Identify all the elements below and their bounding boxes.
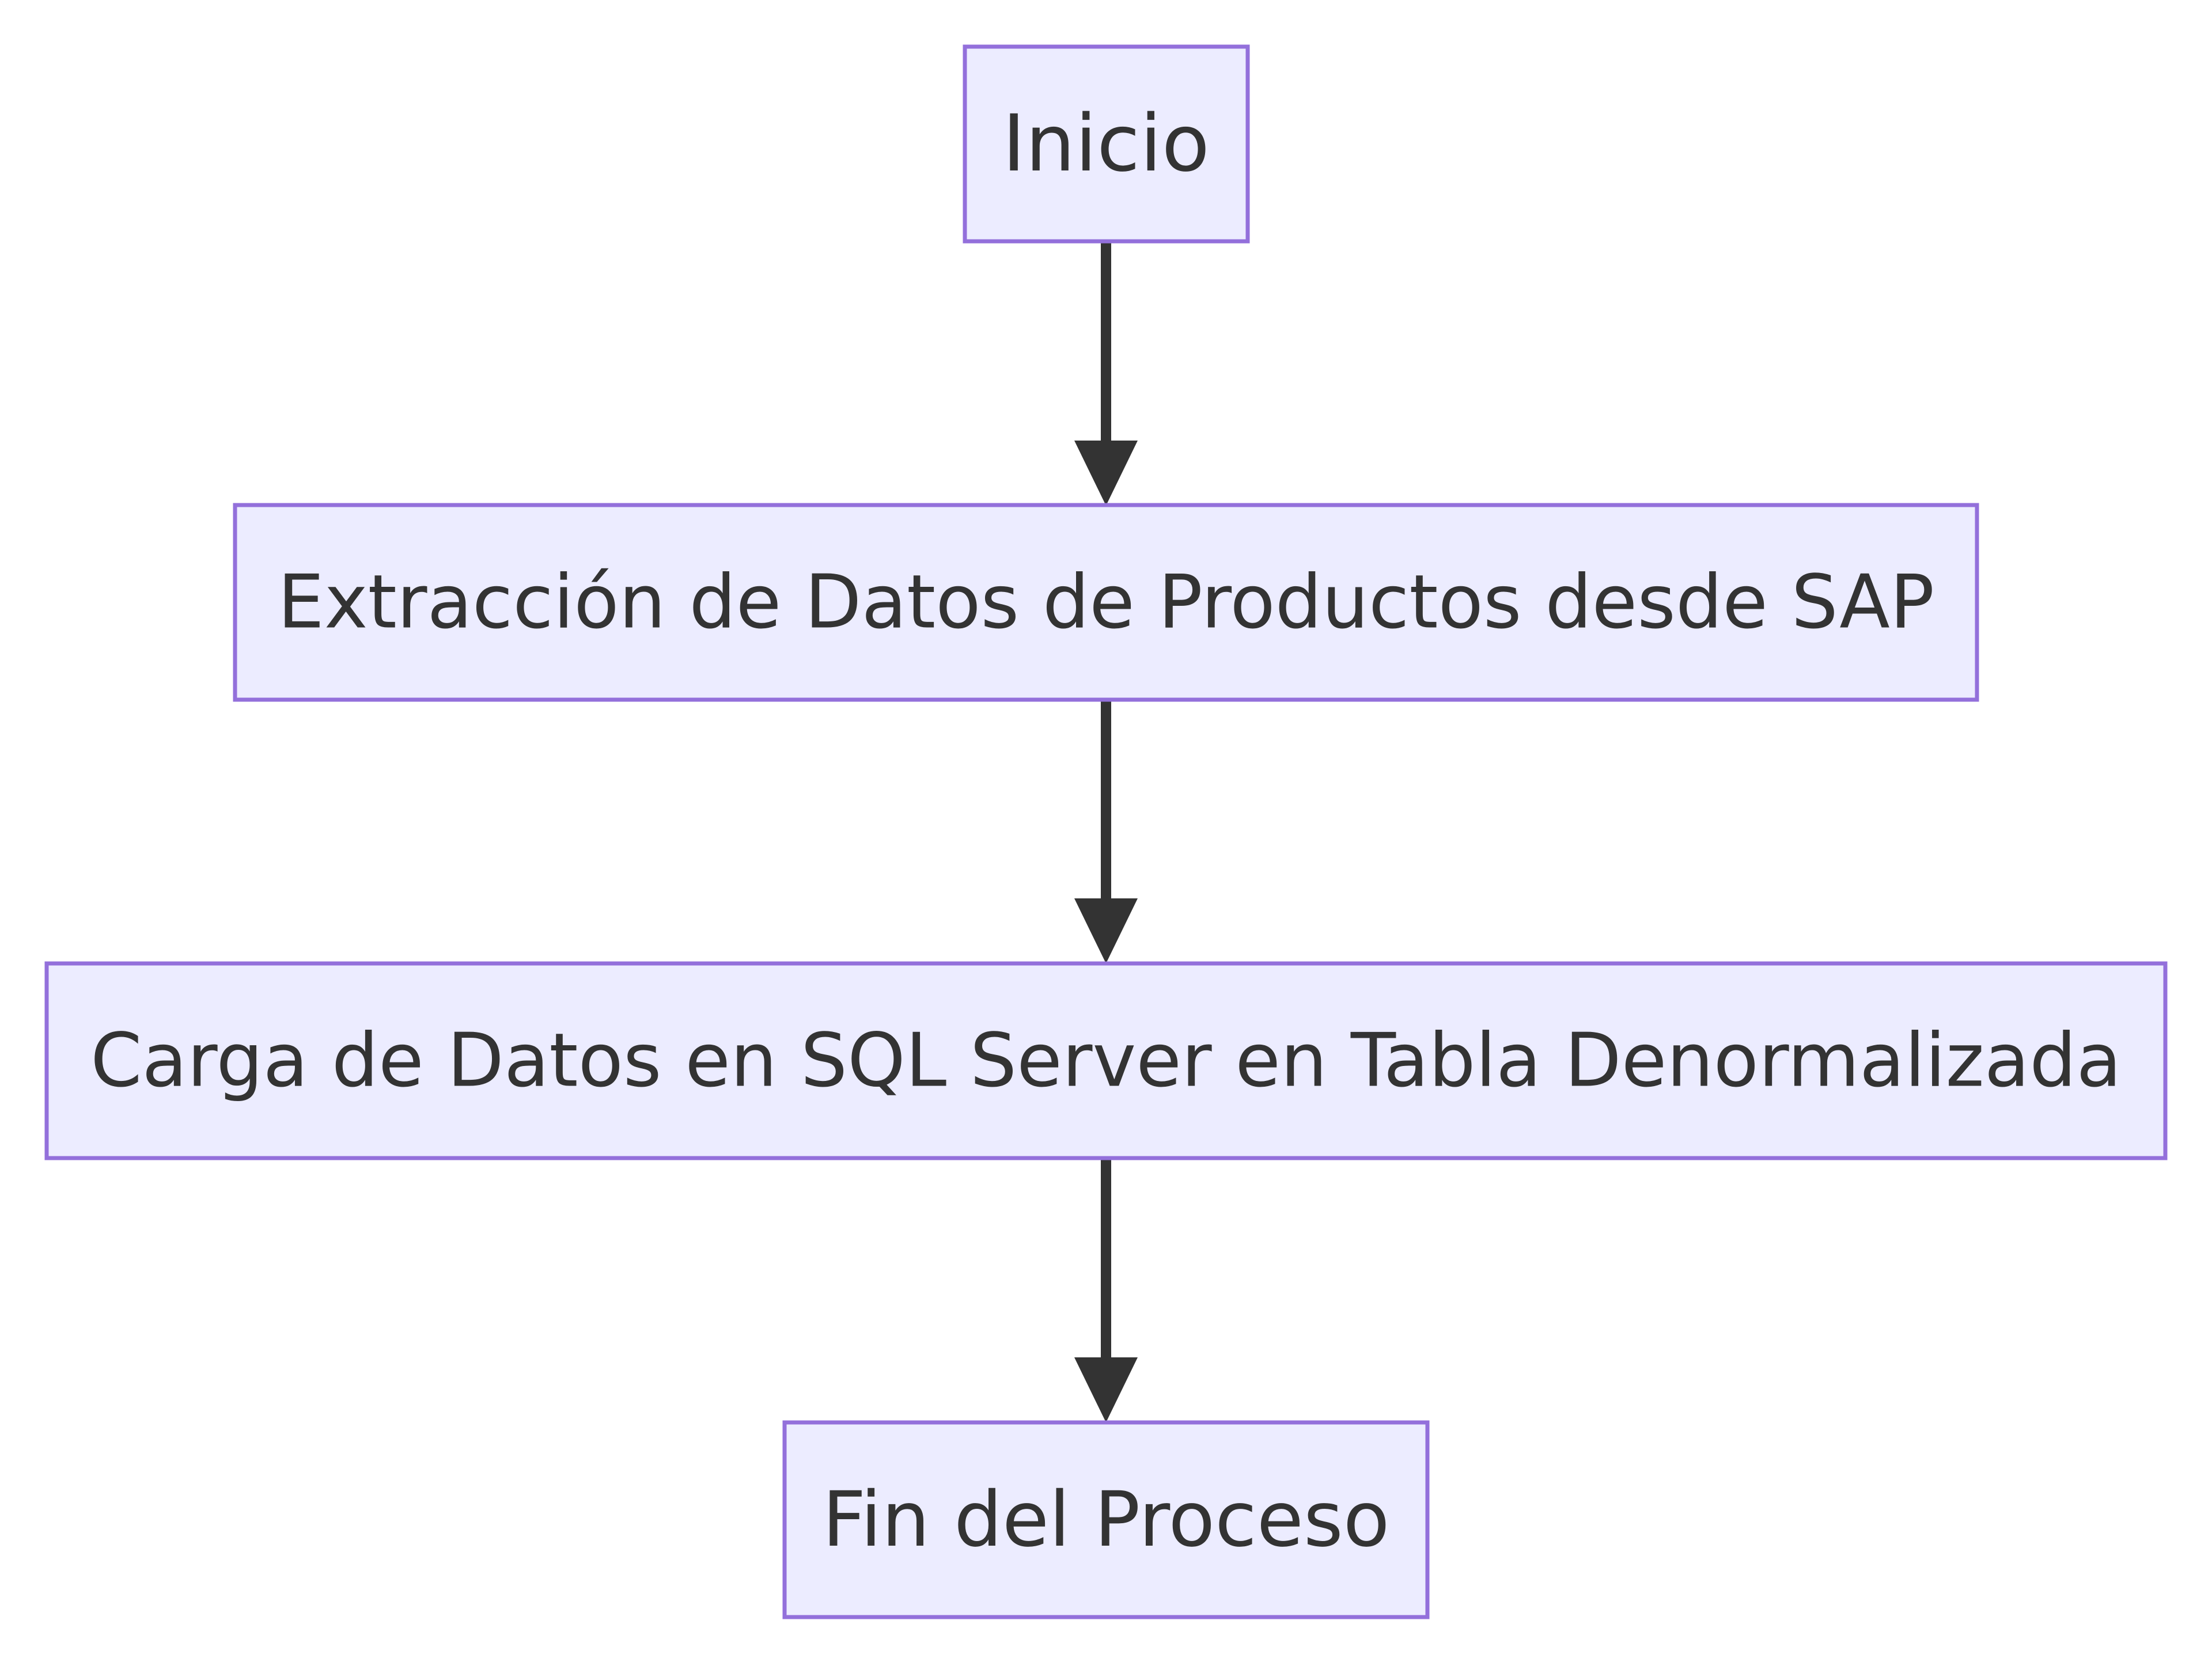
edge-extraccion-to-carga: [1074, 700, 1138, 963]
node-label: Carga de Datos en SQL Server en Tabla De…: [90, 1018, 2122, 1104]
node-inicio: Inicio: [963, 44, 1250, 244]
node-label: Fin del Proceso: [823, 1475, 1390, 1564]
edge-carga-to-fin: [1074, 1159, 1138, 1422]
node-extraccion: Extracción de Datos de Productos desde S…: [233, 503, 1979, 702]
arrowhead-icon: [1074, 441, 1138, 506]
node-carga: Carga de Datos en SQL Server en Tabla De…: [44, 961, 2168, 1160]
node-box: [782, 1420, 1430, 1619]
node-box: [233, 503, 1979, 702]
node-fin: Fin del Proceso: [782, 1420, 1430, 1619]
arrowhead-icon: [1074, 898, 1138, 963]
node-label: Extracción de Datos de Productos desde S…: [278, 560, 1934, 646]
node-box: [963, 44, 1250, 244]
node-label: Inicio: [1002, 98, 1210, 189]
edge-inicio-to-extraccion: [1074, 242, 1138, 506]
arrowhead-icon: [1074, 1357, 1138, 1422]
node-box: [44, 961, 2168, 1160]
